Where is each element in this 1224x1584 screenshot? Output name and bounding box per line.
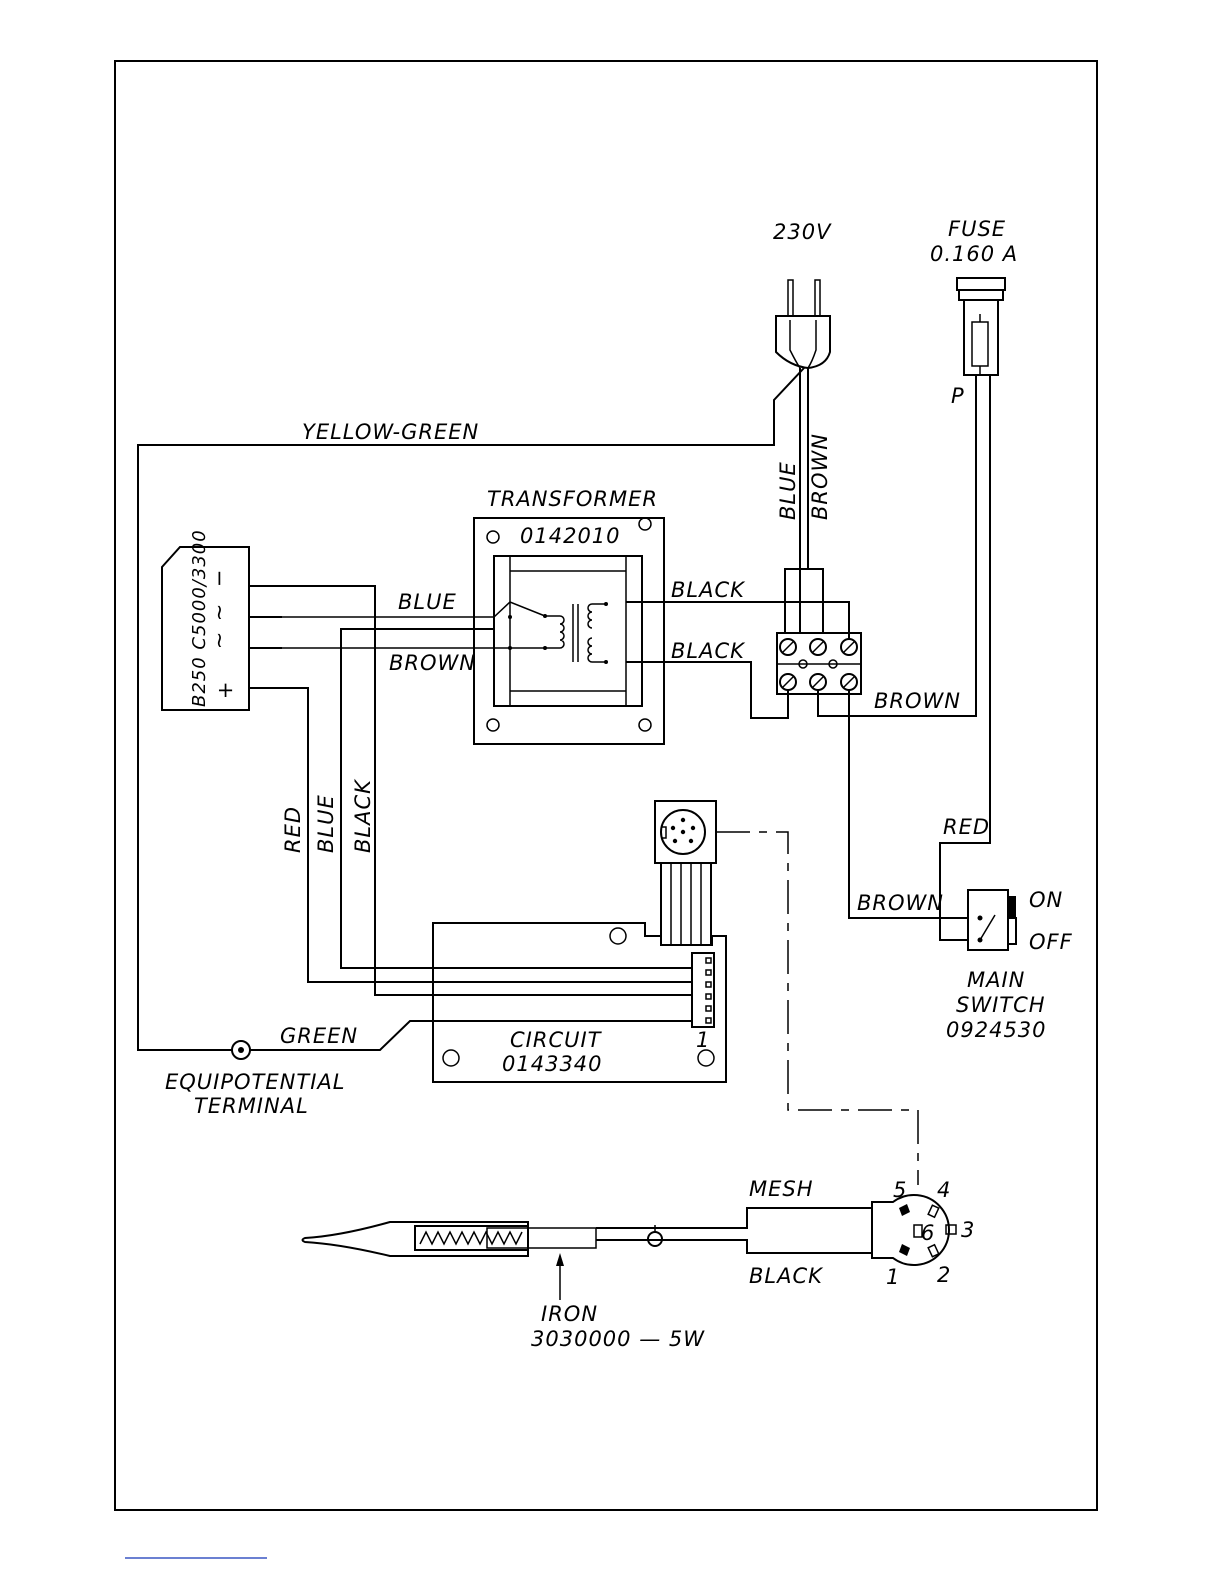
mesh-wire	[596, 1208, 872, 1228]
yellow-green-label: YELLOW-GREEN	[302, 420, 479, 444]
blue-dc-label: BLUE	[314, 794, 338, 853]
switch-off-label: OFF	[1029, 930, 1073, 954]
circuit-title: CIRCUIT	[510, 1028, 603, 1052]
pin-1-label: 1	[886, 1265, 900, 1289]
black-iron-wire	[596, 1240, 872, 1253]
equipotential-label-2: TERMINAL	[194, 1094, 309, 1118]
mesh-label: MESH	[749, 1177, 814, 1201]
circuit-pin1-label: 1	[696, 1028, 710, 1052]
iron-din-plug	[872, 1195, 956, 1265]
blue-dc-wire	[341, 629, 692, 968]
pin-5-label: 5	[893, 1178, 907, 1202]
red-switch-label: RED	[943, 815, 990, 839]
brown-fuse-wire	[818, 408, 976, 716]
transformer	[474, 518, 664, 744]
pin-3-label: 3	[961, 1218, 975, 1242]
din-socket-panel	[655, 801, 716, 945]
pin-4-label: 4	[937, 1178, 951, 1202]
socket-link-line	[716, 832, 918, 1185]
red-dc-wire	[282, 688, 692, 982]
rectifier-plus: +	[217, 678, 236, 702]
transformer-code: 0142010	[520, 524, 621, 548]
switch-title-2: SWITCH	[956, 993, 1046, 1017]
page-frame	[115, 61, 1097, 1510]
brown-switch-label: BROWN	[857, 891, 944, 915]
fuse-pin-label: P	[951, 384, 965, 408]
green-wire-label: GREEN	[280, 1024, 358, 1048]
fuse-title: FUSE	[948, 217, 1006, 241]
brown-mains-label: BROWN	[808, 433, 832, 520]
fuse-rating: 0.160 A	[930, 242, 1018, 266]
pin-2-label: 2	[937, 1263, 951, 1287]
rectifier-ac2: ∼	[207, 631, 231, 650]
rectifier-ac1: ∼	[207, 603, 231, 622]
switch-code: 0924530	[946, 1018, 1047, 1042]
black-wire-bottom	[626, 662, 788, 718]
circuit-code: 0143340	[502, 1052, 603, 1076]
rectifier-minus: −	[207, 569, 231, 588]
black-bottom-label: BLACK	[671, 639, 746, 663]
blue-primary-label: BLUE	[398, 590, 457, 614]
soldering-iron	[303, 1222, 597, 1300]
transformer-title: TRANSFORMER	[487, 487, 658, 511]
iron-title: IRON	[541, 1302, 598, 1326]
black-top-label: BLACK	[671, 578, 746, 602]
red-dc-label: RED	[281, 806, 305, 853]
blue-mains-label: BLUE	[776, 461, 800, 520]
mains-voltage-label: 230V	[773, 220, 832, 244]
red-switch-wire	[940, 408, 990, 940]
mains-plug	[776, 280, 830, 368]
brown-primary-label: BROWN	[389, 651, 476, 675]
iron-code: 3030000 — 5W	[531, 1327, 705, 1351]
switch-on-label: ON	[1029, 888, 1063, 912]
brown-switch-wire	[849, 690, 968, 918]
switch-title-1: MAIN	[967, 968, 1025, 992]
equipotential-label-1: EQUIPOTENTIAL	[165, 1070, 345, 1094]
black-iron-label: BLACK	[749, 1264, 824, 1288]
black-dc-label: BLACK	[351, 778, 375, 853]
brown-fuse-label: BROWN	[874, 689, 961, 713]
pin-6-label: 6	[921, 1221, 935, 1245]
equipotential-terminal	[232, 1041, 250, 1059]
